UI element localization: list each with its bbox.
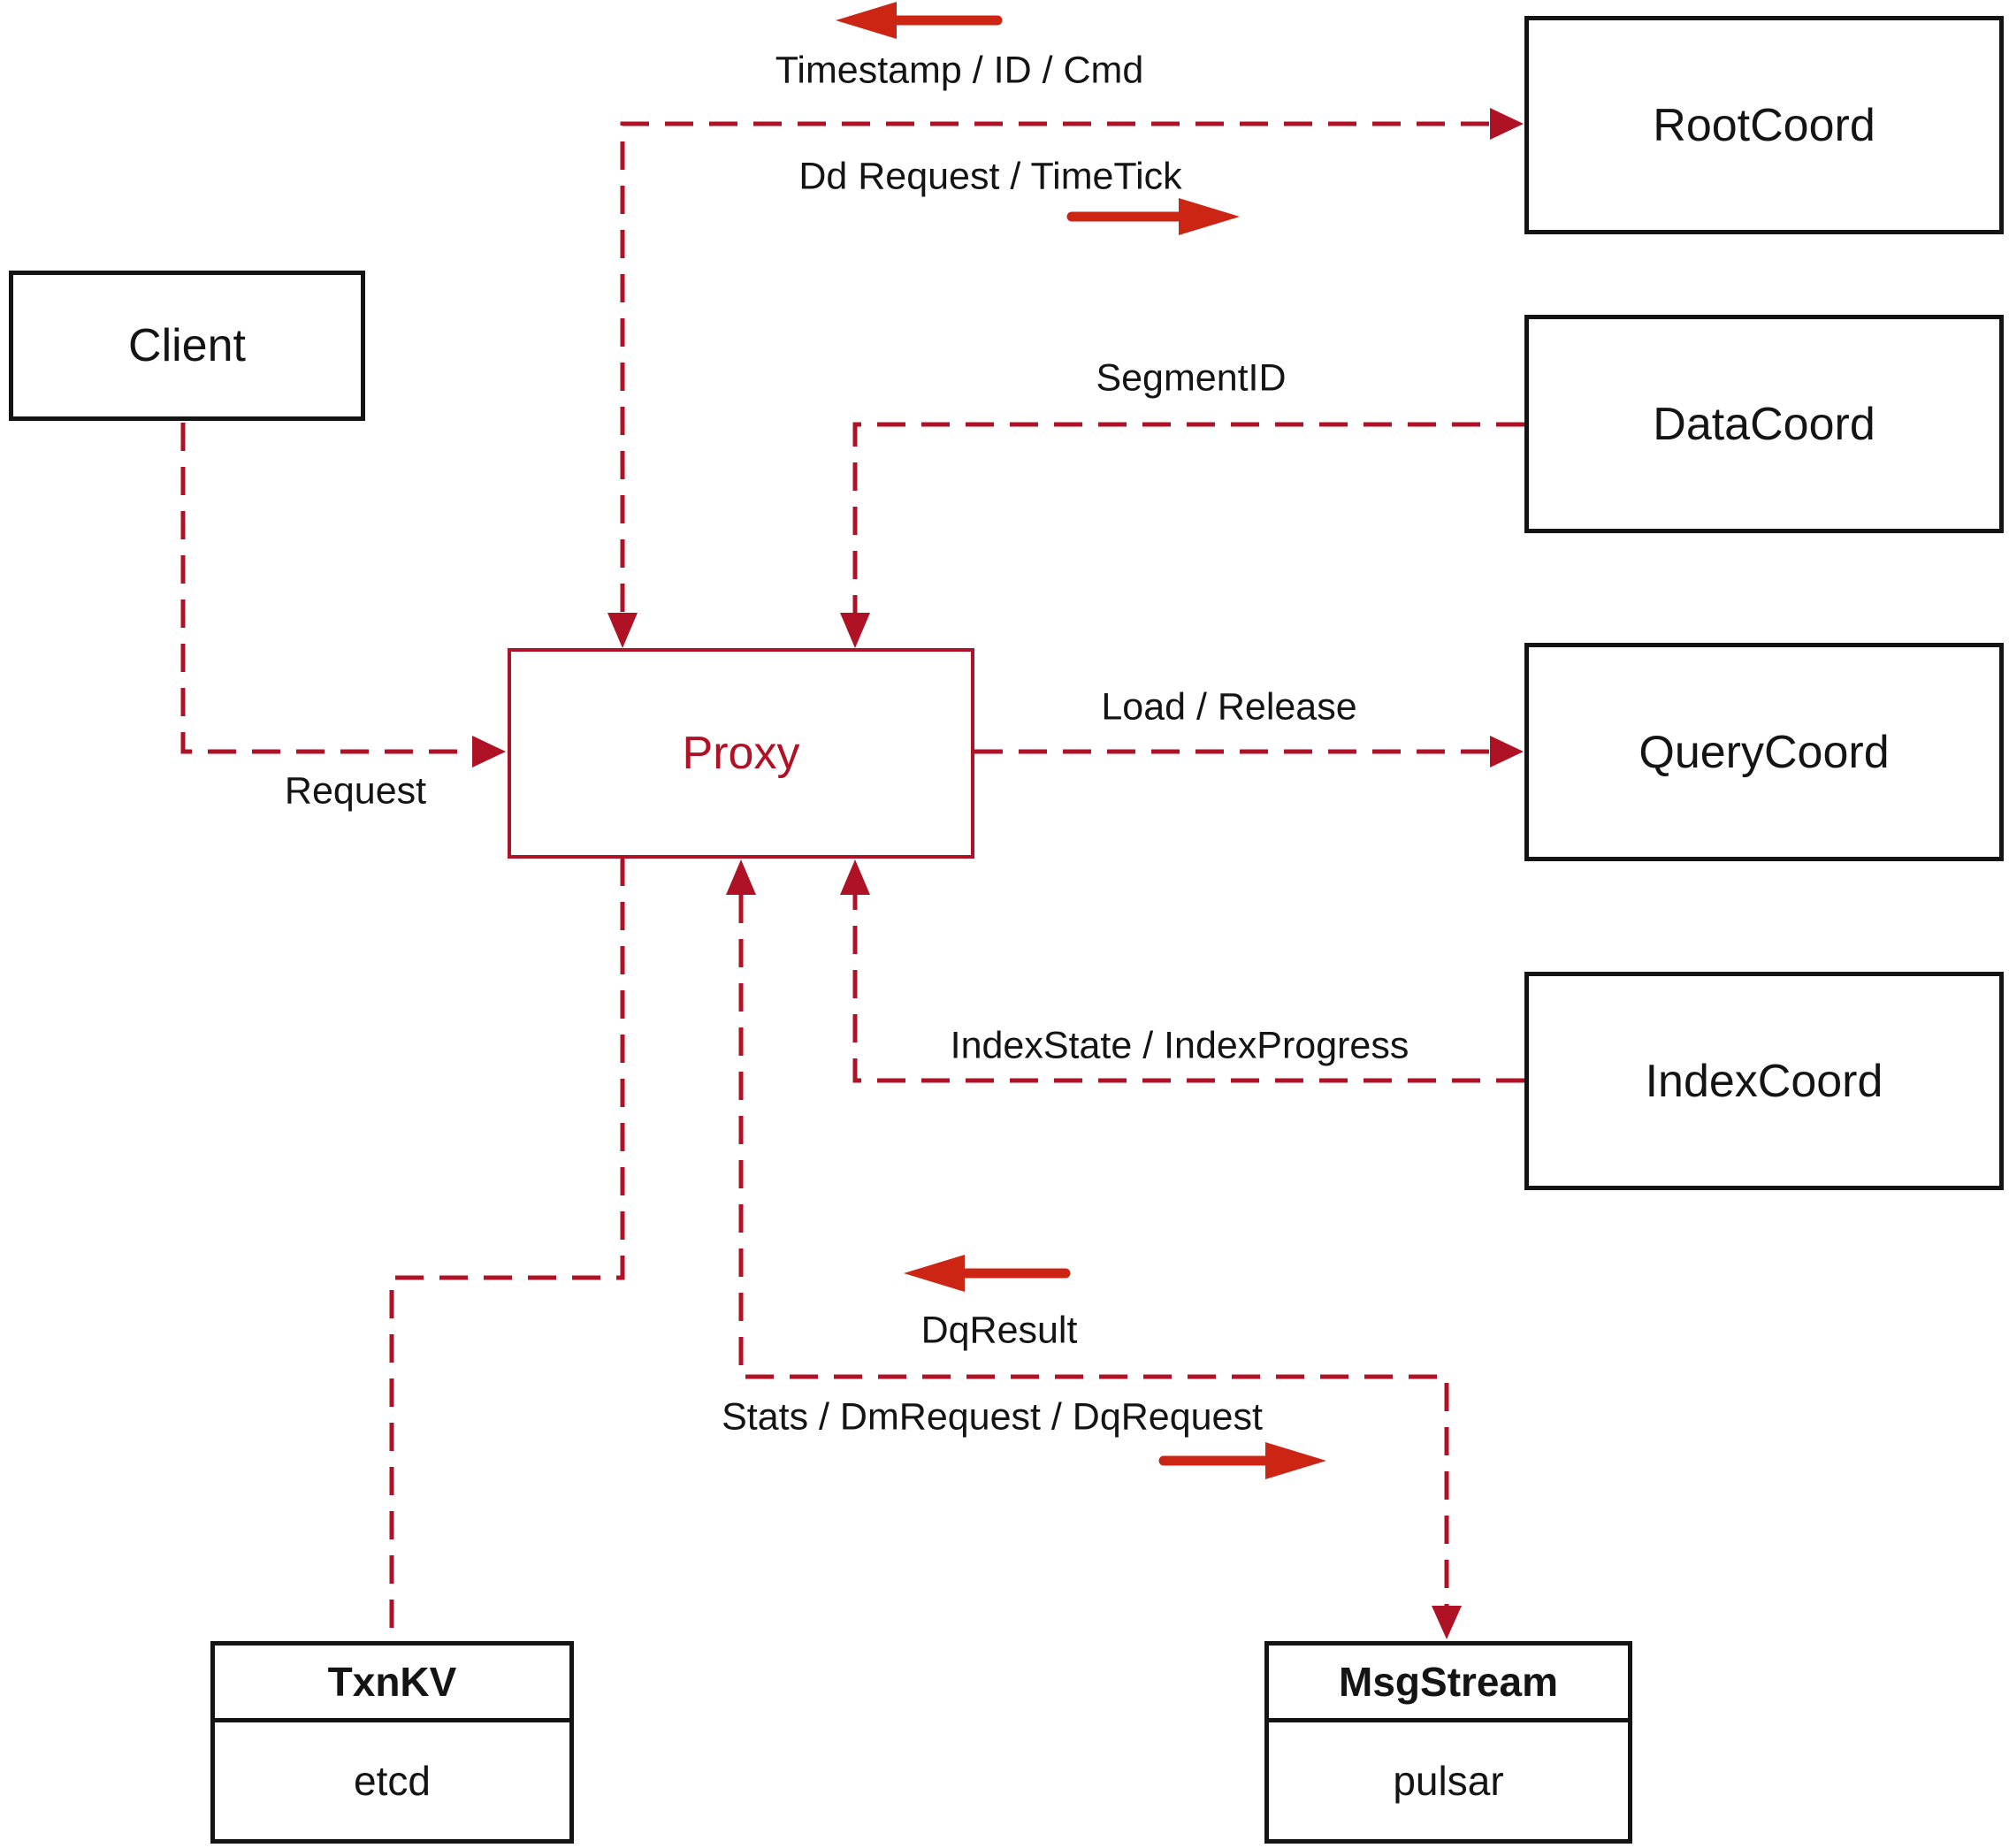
node-querycoord-label: QueryCoord xyxy=(1639,726,1890,778)
direction-arrow-right-ddrequest xyxy=(1066,198,1240,235)
node-client: Client xyxy=(9,271,365,421)
direction-arrow-left-dqresult xyxy=(904,1255,1071,1292)
arrowhead-into-querycoord xyxy=(1490,736,1524,767)
node-txnkv: TxnKV etcd xyxy=(210,1641,574,1844)
node-client-label: Client xyxy=(128,320,246,371)
edge-label-request: Request xyxy=(284,769,427,813)
node-proxy-label: Proxy xyxy=(682,728,800,779)
node-msgstream: MsgStream pulsar xyxy=(1264,1641,1632,1844)
edge-datacoord-proxy-line xyxy=(852,422,1524,613)
arrowhead-into-proxy-bottom-middle xyxy=(726,859,756,895)
direction-arrow-left-timestamp-head xyxy=(836,2,897,39)
arrowhead-into-proxy-top-right xyxy=(840,613,870,648)
node-indexcoord-label: IndexCoord xyxy=(1645,1055,1883,1107)
direction-arrow-left-dqresult-head xyxy=(904,1255,965,1292)
arrowhead-into-proxy-bottom-right xyxy=(840,859,870,895)
node-txnkv-subtitle: etcd xyxy=(354,1758,431,1804)
direction-arrow-left-timestamp xyxy=(836,2,1003,39)
node-proxy: Proxy xyxy=(508,648,974,859)
arrowhead-into-msgstream xyxy=(1432,1606,1462,1639)
node-querycoord: QueryCoord xyxy=(1524,643,2004,861)
edge-label-stats-dmrequest-dqrequest: Stats / DmRequest / DqRequest xyxy=(722,1395,1263,1439)
edge-client-proxy-line xyxy=(180,423,472,754)
arrowhead-into-proxy-left xyxy=(472,736,506,767)
edge-proxy-msgstream-line xyxy=(738,895,1449,1606)
edge-proxy-rootcoord-line xyxy=(620,121,1490,612)
direction-arrow-right-stats xyxy=(1158,1442,1326,1479)
node-msgstream-subtitle: pulsar xyxy=(1393,1758,1504,1804)
arrowhead-into-proxy-top-left xyxy=(607,613,638,648)
arrowhead-into-rootcoord xyxy=(1490,108,1524,140)
direction-arrow-right-ddrequest-head xyxy=(1179,198,1240,235)
node-datacoord: DataCoord xyxy=(1524,315,2004,533)
edge-label-dqresult: DqResult xyxy=(920,1309,1078,1352)
edge-label-load-release: Load / Release xyxy=(1101,685,1357,729)
edge-label-segmentid: SegmentID xyxy=(1096,356,1287,400)
direction-arrow-right-stats-head xyxy=(1265,1442,1326,1479)
node-msgstream-title: MsgStream xyxy=(1269,1646,1628,1722)
edge-label-indexstate-indexprogress: IndexState / IndexProgress xyxy=(950,1024,1409,1067)
node-rootcoord: RootCoord xyxy=(1524,16,2004,234)
node-datacoord-label: DataCoord xyxy=(1653,398,1875,450)
edge-label-timestamp-id-cmd: Timestamp / ID / Cmd xyxy=(775,49,1144,92)
edge-label-dd-request-timetick: Dd Request / TimeTick xyxy=(798,155,1182,198)
node-indexcoord: IndexCoord xyxy=(1524,972,2004,1190)
edge-proxy-txnkv-line xyxy=(389,858,625,1641)
node-txnkv-title: TxnKV xyxy=(215,1646,569,1722)
node-rootcoord-label: RootCoord xyxy=(1653,99,1875,151)
edge-indexcoord-proxy-line xyxy=(852,895,1524,1083)
